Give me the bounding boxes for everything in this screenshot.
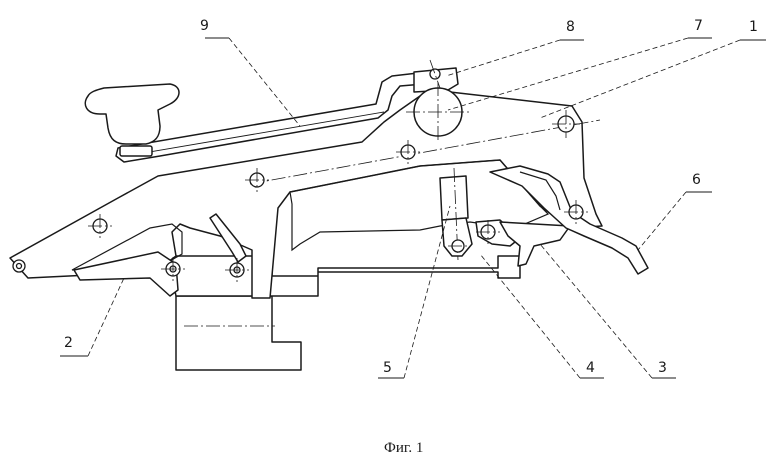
bracket-pin bbox=[430, 69, 440, 79]
support-block bbox=[176, 296, 301, 370]
rod-5 bbox=[440, 176, 468, 220]
lower-bar bbox=[168, 256, 520, 296]
label-4: 4 bbox=[586, 360, 595, 376]
label-8: 8 bbox=[566, 19, 575, 35]
label-9: 9 bbox=[200, 18, 209, 34]
pin-eye-left bbox=[13, 260, 25, 272]
label-6: 6 bbox=[692, 172, 701, 188]
figure-caption: Фиг. 1 bbox=[384, 440, 423, 456]
label-2: 2 bbox=[64, 335, 73, 351]
handle-collar bbox=[120, 146, 152, 156]
label-5: 5 bbox=[383, 360, 392, 376]
handle-knob bbox=[85, 84, 179, 144]
label-3: 3 bbox=[658, 360, 667, 376]
label-7: 7 bbox=[694, 18, 703, 34]
label-1: 1 bbox=[749, 19, 758, 35]
